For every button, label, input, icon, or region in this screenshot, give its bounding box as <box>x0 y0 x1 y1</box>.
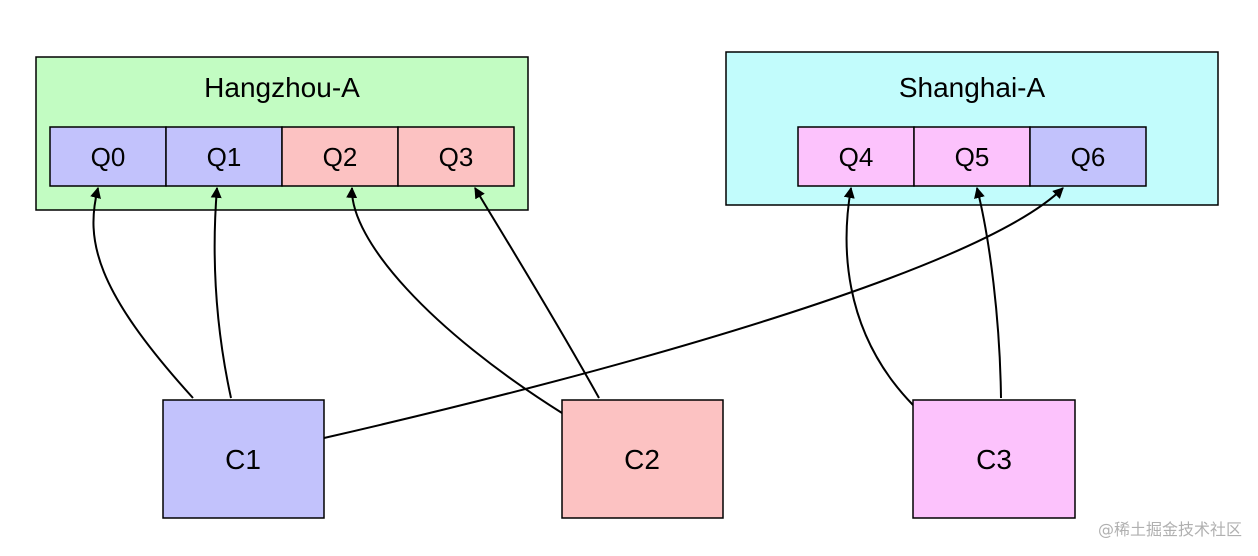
queue-q1: Q1 <box>165 126 283 187</box>
queue-q6-label: Q6 <box>1071 142 1106 172</box>
queue-q3-label: Q3 <box>439 142 474 172</box>
queue-q5-label: Q5 <box>955 142 990 172</box>
consumer-c1-label: C1 <box>225 444 261 475</box>
queue-q6: Q6 <box>1029 126 1147 187</box>
consumer-c2-box <box>561 399 724 519</box>
consumer-c3-box <box>912 399 1076 519</box>
queue-q6-box <box>1029 126 1147 187</box>
consumer-c2-label: C2 <box>624 444 660 475</box>
queue-q2-label: Q2 <box>323 142 358 172</box>
queue-q0: Q0 <box>49 126 167 187</box>
queue-q3-box <box>397 126 515 187</box>
queue-q3: Q3 <box>397 126 515 187</box>
watermark-text: @稀土掘金技术社区 <box>1098 520 1242 539</box>
edge-c1-q6 <box>323 187 1064 439</box>
edge-c3-q4 <box>843 186 914 406</box>
consumer-c3-label: C3 <box>976 444 1012 475</box>
queue-q2-box <box>281 126 399 187</box>
queue-q1-label: Q1 <box>207 142 242 172</box>
edge-c2-q2 <box>346 186 563 414</box>
consumer-c3: C3 <box>912 399 1076 519</box>
queue-q2: Q2 <box>281 126 399 187</box>
edge-c1-q1 <box>210 186 232 399</box>
queue-q5: Q5 <box>913 126 1031 187</box>
edge-c2-q3 <box>474 187 600 399</box>
queue-q4-label: Q4 <box>839 142 874 172</box>
consumer-c1-box <box>162 399 325 519</box>
queue-q5-box <box>913 126 1031 187</box>
queue-q0-label: Q0 <box>91 142 126 172</box>
queue-q4: Q4 <box>797 126 915 187</box>
edge-c1-q0 <box>90 186 194 399</box>
cluster-shanghai-a-title: Shanghai-A <box>899 72 1046 103</box>
consumer-c1: C1 <box>162 399 325 519</box>
consumer-c2: C2 <box>561 399 724 519</box>
cluster-hangzhou-a-title: Hangzhou-A <box>204 72 360 103</box>
queue-q1-box <box>165 126 283 187</box>
edge-c3-q5 <box>974 186 1002 399</box>
queue-q4-box <box>797 126 915 187</box>
